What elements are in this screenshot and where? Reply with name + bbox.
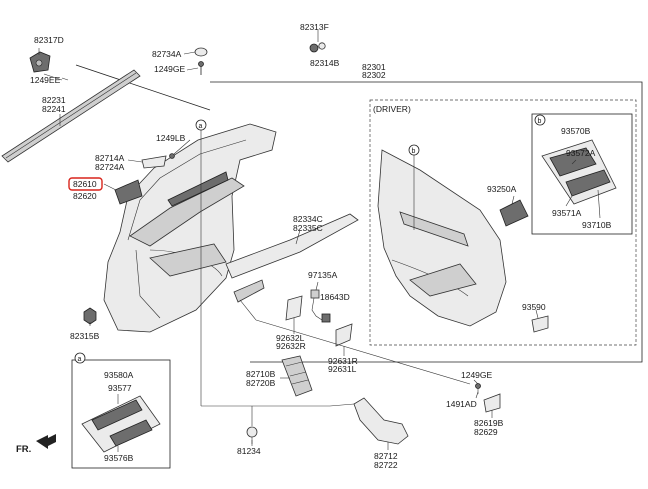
part-labels: 82317D 1249EE 82231 82241 82734A 1249GE … — [16, 22, 612, 470]
speaker-garnish-82334C — [225, 213, 359, 279]
wiring-harness-97135A — [310, 289, 331, 323]
courtesy-lamp-92632 — [285, 295, 303, 321]
highlight-82610 — [68, 177, 103, 191]
label-callout-b-box: b — [538, 118, 542, 125]
clip-1249LB — [169, 153, 175, 159]
leader-lines — [38, 30, 601, 452]
label-82241: 82241 — [42, 104, 66, 114]
courtesy-lamp-92631 — [335, 323, 353, 347]
clip-82734A — [194, 47, 208, 57]
label-82301: 82301 — [362, 62, 386, 72]
label-1491AD: 1491AD — [446, 399, 477, 409]
front-direction-arrow-icon — [36, 434, 56, 449]
label-callout-b-driver: b — [412, 148, 416, 155]
detail-box-b — [531, 113, 633, 235]
label-93571A: 93571A — [552, 208, 582, 218]
inside-handle-82710B — [281, 355, 313, 397]
lower-garnish-82712 — [353, 397, 409, 445]
label-driver: (DRIVER) — [373, 104, 411, 114]
label-93572A: 93572A — [566, 148, 596, 158]
callout-a-box — [74, 352, 86, 364]
inside-handle-bracket — [233, 279, 265, 303]
label-1249EE: 1249EE — [30, 75, 61, 85]
weatherstrip-clip-part — [29, 51, 51, 73]
label-18643D: 18643D — [320, 292, 350, 302]
callout-b-on-driver — [408, 144, 420, 156]
label-93570B: 93570B — [561, 126, 591, 136]
label-82231: 82231 — [42, 95, 66, 105]
label-82315B: 82315B — [70, 331, 100, 341]
label-1249LB: 1249LB — [156, 133, 186, 143]
label-82714A: 82714A — [95, 153, 125, 163]
label-1249GE-top: 1249GE — [154, 64, 186, 74]
label-82314B: 82314B — [310, 58, 340, 68]
label-1249GE-bottom: 1249GE — [461, 370, 493, 380]
label-92631R: 92631R — [328, 356, 358, 366]
driver-door-panel — [377, 149, 507, 327]
label-82722: 82722 — [374, 460, 398, 470]
weatherstrip-belt-part — [1, 69, 141, 163]
main-frame-outline — [210, 81, 643, 363]
label-82720B: 82720B — [246, 378, 276, 388]
label-81234: 81234 — [237, 446, 261, 456]
label-82302: 82302 — [362, 70, 386, 80]
label-front: FR. — [16, 444, 31, 455]
driver-detail-box — [369, 99, 637, 346]
label-82724A: 82724A — [95, 162, 125, 172]
label-93590: 93590 — [522, 302, 546, 312]
screw-1249GE-bottom — [475, 383, 481, 394]
bolt-82315B — [83, 307, 97, 325]
label-93576B: 93576B — [104, 453, 134, 463]
label-93710B: 93710B — [582, 220, 612, 230]
label-callout-a-box: a — [78, 356, 82, 363]
label-93577: 93577 — [108, 383, 132, 393]
label-82334C: 82334C — [293, 214, 323, 224]
label-97135A: 97135A — [308, 270, 338, 280]
clip-82313F — [309, 42, 326, 53]
label-93580A: 93580A — [104, 370, 134, 380]
switch-93590 — [531, 315, 549, 333]
label-82335C: 82335C — [293, 223, 323, 233]
label-92632L: 92632L — [276, 333, 305, 343]
label-82620: 82620 — [73, 191, 97, 201]
label-82734A: 82734A — [152, 49, 182, 59]
label-82317D: 82317D — [34, 35, 64, 45]
detail-box-a — [71, 359, 171, 469]
mirror-switch-82610 — [114, 179, 143, 205]
label-82619B: 82619B — [474, 418, 504, 428]
label-82710B: 82710B — [246, 369, 276, 379]
label-82712: 82712 — [374, 451, 398, 461]
screw-1249GE-top — [198, 61, 204, 75]
door-pull-82714A — [141, 155, 167, 169]
label-82313F: 82313F — [300, 22, 329, 32]
switch-assembly-93580A — [81, 395, 161, 453]
callout-a-on-panel — [195, 119, 207, 131]
callout-b-box — [534, 114, 546, 126]
label-callout-a-panel: a — [199, 123, 203, 130]
label-82629: 82629 — [474, 427, 498, 437]
label-92631L: 92631L — [328, 364, 357, 374]
label-92632R: 92632R — [276, 341, 306, 351]
cap-82619B — [483, 393, 501, 413]
frame-leader-top — [75, 64, 211, 111]
master-switch-93570B — [541, 139, 617, 205]
power-window-switch-93250A — [499, 199, 529, 227]
clip-81234 — [246, 426, 258, 444]
label-93250A: 93250A — [487, 184, 517, 194]
label-82610: 82610 — [73, 179, 97, 189]
door-trim-panel — [103, 123, 277, 333]
